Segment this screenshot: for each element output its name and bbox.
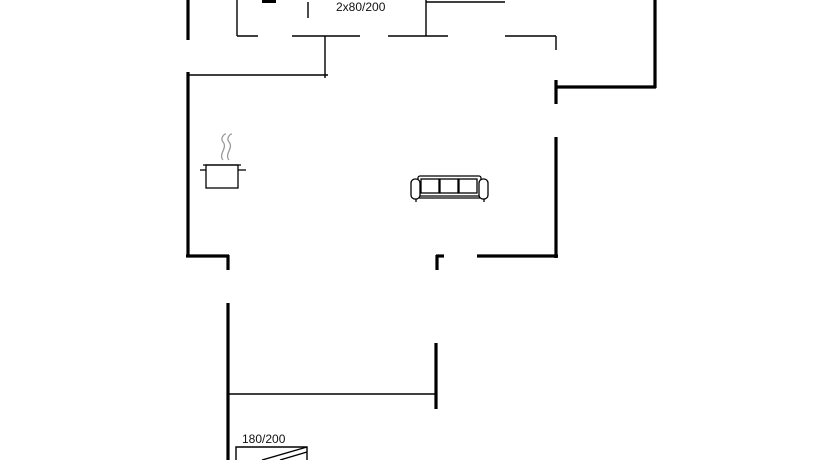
right-room-walls bbox=[554, 0, 657, 104]
sofa-cushion bbox=[420, 178, 440, 194]
sofa-icon bbox=[410, 175, 489, 202]
sofa-cushion bbox=[439, 178, 459, 194]
cooking-pot-icon bbox=[200, 133, 246, 189]
steam-line bbox=[226, 133, 233, 161]
lower-room-walls bbox=[226, 303, 438, 460]
main-room-walls bbox=[186, 72, 558, 270]
bed-bottom bbox=[235, 446, 308, 460]
sofa-arm-left bbox=[410, 178, 421, 200]
sofa-arm-right bbox=[478, 178, 489, 200]
bed-label-top: 2x80/200 bbox=[336, 0, 386, 14]
sofa-cushion bbox=[458, 178, 478, 194]
bed-blanket-fold bbox=[261, 446, 308, 460]
upper-room-walls bbox=[186, 0, 557, 78]
bed-outline bbox=[235, 446, 308, 460]
bed-label-bottom: 180/200 bbox=[242, 432, 286, 446]
pot-body bbox=[205, 164, 239, 189]
steam-line bbox=[220, 133, 227, 161]
fixture-marker bbox=[262, 0, 276, 3]
bed-blanket-fold bbox=[279, 451, 308, 460]
